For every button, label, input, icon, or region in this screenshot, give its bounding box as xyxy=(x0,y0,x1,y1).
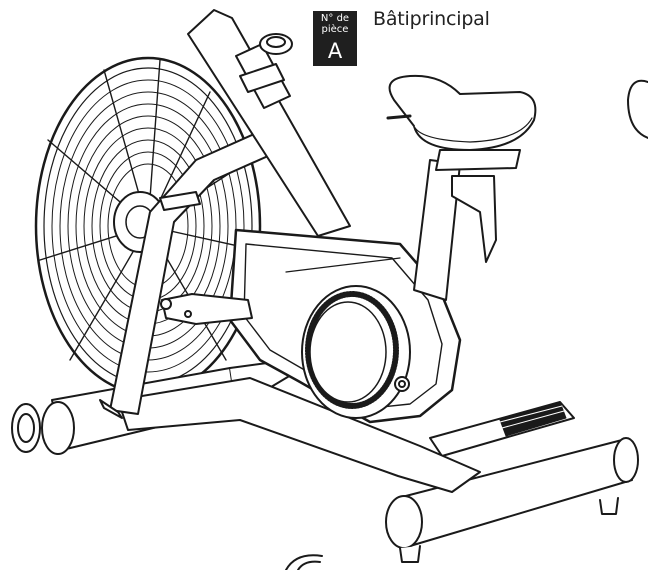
pulley xyxy=(301,285,411,419)
part-label-line2: pièce xyxy=(321,24,349,35)
part-label-line1: N° de xyxy=(320,13,350,24)
part-number-badge: N° de pièce A xyxy=(313,11,357,66)
part-title: Bâtiprincipal xyxy=(373,8,490,30)
partial-frame-right xyxy=(627,79,648,139)
foot-rest xyxy=(429,401,575,457)
front-stabilizer xyxy=(385,437,639,563)
part-letter: A xyxy=(327,39,343,63)
handlebar-post xyxy=(187,9,351,237)
partial-pedal-bottom xyxy=(285,554,323,570)
seat-assembly xyxy=(386,74,537,301)
